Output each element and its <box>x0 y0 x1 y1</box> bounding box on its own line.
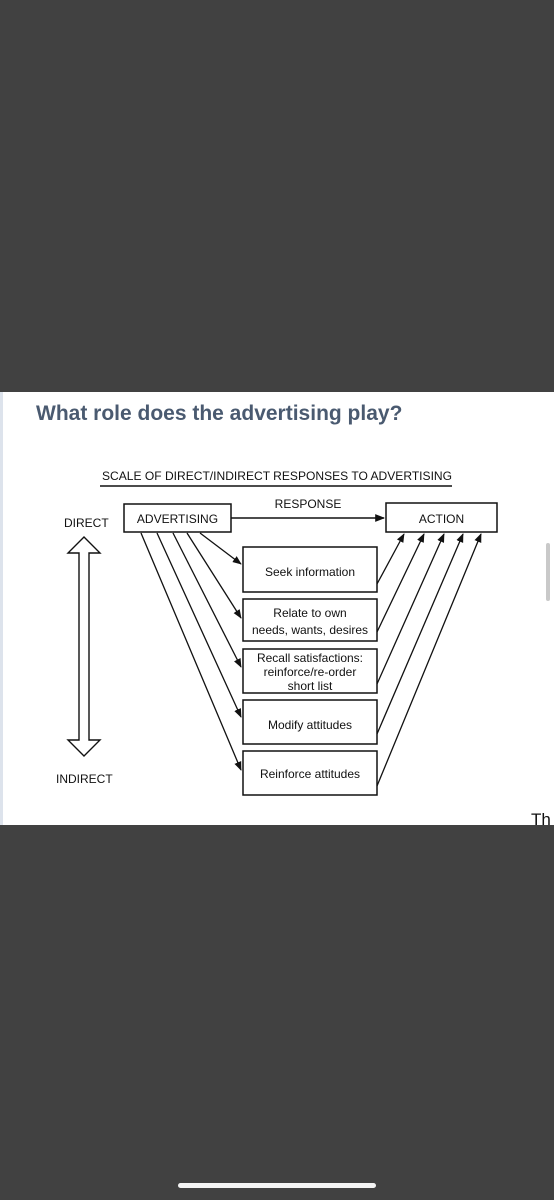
scale-indirect-label: INDIRECT <box>56 772 113 786</box>
step-2-line-1: Relate to own <box>273 606 346 620</box>
step-5-line-1: Reinforce attitudes <box>260 767 360 781</box>
advertising-label: ADVERTISING <box>137 512 218 526</box>
slide-edge <box>0 392 3 825</box>
step-1-line-1: Seek information <box>265 565 355 579</box>
slide: What role does the advertising play? SCA… <box>0 392 554 825</box>
response-diagram: SCALE OF DIRECT/INDIRECT RESPONSES TO AD… <box>56 469 551 825</box>
double-headed-arrow <box>66 536 102 757</box>
home-indicator[interactable] <box>178 1183 376 1188</box>
response-label: RESPONSE <box>275 497 342 511</box>
action-box <box>385 502 498 533</box>
scroll-indicator[interactable] <box>546 543 550 601</box>
step-3-line-2: reinforce/re-order <box>264 665 357 679</box>
step-4-line-1: Modify attitudes <box>268 718 352 732</box>
step-box-seek-information <box>242 546 378 593</box>
advertising-to-step-arrows <box>140 532 242 771</box>
step-box-recall-satisfactions <box>242 648 378 694</box>
action-label: ACTION <box>419 512 464 526</box>
slide-title: What role does the advertising play? <box>36 402 403 425</box>
advertising-box <box>123 503 232 533</box>
step-3-line-3: short list <box>288 679 333 693</box>
diagram-heading: SCALE OF DIRECT/INDIRECT RESPONSES TO AD… <box>102 469 452 483</box>
scale-direct-label: DIRECT <box>64 516 109 530</box>
step-box-reinforce-attitudes <box>242 750 378 796</box>
step-to-action-arrows <box>376 533 482 787</box>
cutoff-text: Th <box>531 810 551 825</box>
step-2-line-2: needs, wants, desires <box>252 623 368 637</box>
step-box-modify-attitudes <box>242 699 378 745</box>
step-box-relate-to-own-needs <box>242 598 378 642</box>
step-3-line-1: Recall satisfactions: <box>257 651 363 665</box>
